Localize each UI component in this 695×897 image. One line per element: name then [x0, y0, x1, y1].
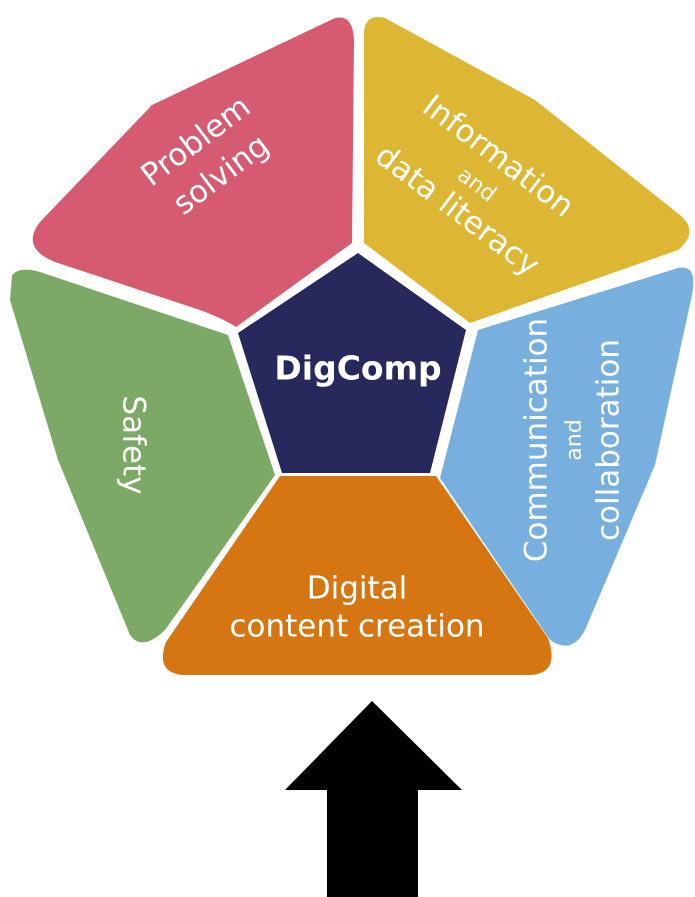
label-safety: Safety — [116, 395, 152, 494]
label-content-creation: Digital content creation — [229, 571, 484, 645]
segment-communication — [440, 267, 694, 646]
content-creation-line-2: content creation — [229, 609, 484, 645]
center-pentagon — [238, 253, 466, 473]
center-label: DigComp — [274, 349, 441, 388]
segment-problem-solving — [32, 17, 355, 327]
safety-line-1: Safety — [116, 395, 152, 494]
label-communication: Communication and collaboration — [519, 318, 627, 562]
up-arrow-icon — [285, 701, 462, 897]
segment-safety — [10, 269, 275, 643]
segment-information — [363, 16, 690, 324]
communication-line-3: collaboration — [591, 339, 627, 541]
segment-content-creation — [162, 476, 552, 675]
communication-line-1: Communication — [519, 318, 555, 562]
content-creation-line-1: Digital — [307, 571, 408, 607]
communication-line-2: and — [562, 419, 587, 460]
